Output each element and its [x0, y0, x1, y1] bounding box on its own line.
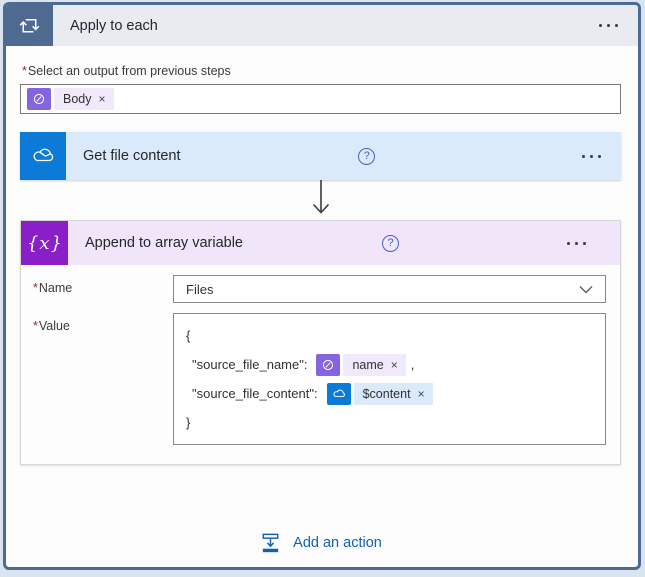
- chevron-down-icon: [579, 282, 593, 297]
- dynamic-content-icon: [316, 353, 341, 376]
- onedrive-icon: [20, 132, 66, 180]
- content-token-remove-icon[interactable]: ×: [417, 386, 425, 401]
- onedrive-icon: [326, 382, 351, 405]
- dynamic-content-icon: [27, 88, 51, 110]
- required-asterisk: *: [22, 64, 27, 78]
- apply-to-each-scope[interactable]: Apply to each *Select an output from pre…: [3, 2, 641, 570]
- body-token-label: Body: [63, 92, 92, 106]
- scope-title: Apply to each: [70, 17, 158, 34]
- json-key-source-file-name: "source_file_name":: [192, 357, 308, 372]
- get-file-more-options-icon[interactable]: [582, 154, 607, 158]
- append-title: Append to array variable: [85, 235, 243, 251]
- select-output-label-text: Select an output from previous steps: [27, 64, 231, 78]
- arrow-down-icon: [312, 180, 329, 214]
- variable-name-value: Files: [186, 281, 214, 297]
- variable-icon: {x}: [21, 221, 68, 265]
- apply-to-each-loop-icon: [6, 5, 53, 46]
- content-token-label: $content: [362, 386, 411, 401]
- name-token[interactable]: name ×: [316, 353, 406, 376]
- name-field-label: *Name: [33, 275, 173, 303]
- select-output-input[interactable]: Body ×: [20, 84, 621, 114]
- get-file-content-card[interactable]: Get file content ?: [20, 132, 621, 180]
- select-output-label: *Select an output from previous steps: [22, 64, 621, 78]
- variable-name-dropdown[interactable]: Files: [173, 275, 606, 303]
- append-more-options-icon[interactable]: [567, 241, 606, 245]
- name-token-remove-icon[interactable]: ×: [390, 357, 398, 372]
- add-an-action-button[interactable]: Add an action: [20, 531, 621, 554]
- append-parameters: *Name Files *Value: [21, 265, 620, 464]
- apply-to-each-header[interactable]: Apply to each: [6, 5, 638, 46]
- insert-action-icon: [262, 533, 279, 553]
- append-help-icon[interactable]: ?: [382, 234, 399, 252]
- append-to-array-variable-card[interactable]: {x} Append to array variable ? *Name Fil…: [20, 220, 621, 465]
- name-label-text: Name: [38, 281, 73, 295]
- get-file-content-header[interactable]: Get file content ?: [66, 132, 621, 180]
- add-an-action-label: Add an action: [293, 534, 382, 551]
- scope-more-options-icon[interactable]: [599, 24, 638, 27]
- json-open-brace: {: [186, 328, 191, 343]
- value-label-text: Value: [38, 319, 70, 333]
- body-token[interactable]: Body ×: [27, 88, 114, 110]
- append-header[interactable]: {x} Append to array variable ?: [21, 221, 620, 265]
- variable-value-editor[interactable]: { "source_file_name":: [173, 313, 606, 445]
- json-key-source-file-content: "source_file_content":: [192, 386, 318, 401]
- body-token-remove-icon[interactable]: ×: [98, 92, 106, 106]
- content-token[interactable]: $content ×: [326, 382, 433, 405]
- scope-body: *Select an output from previous steps Bo…: [6, 46, 638, 567]
- required-asterisk: *: [33, 319, 38, 333]
- get-file-content-title: Get file content: [83, 148, 181, 164]
- value-field-label: *Value: [33, 313, 173, 445]
- flow-connector: [20, 180, 621, 220]
- json-close-brace: }: [186, 415, 191, 430]
- name-token-label: name: [352, 357, 384, 372]
- required-asterisk: *: [33, 281, 38, 295]
- get-file-help-icon[interactable]: ?: [358, 147, 376, 165]
- json-comma: ,: [410, 357, 415, 372]
